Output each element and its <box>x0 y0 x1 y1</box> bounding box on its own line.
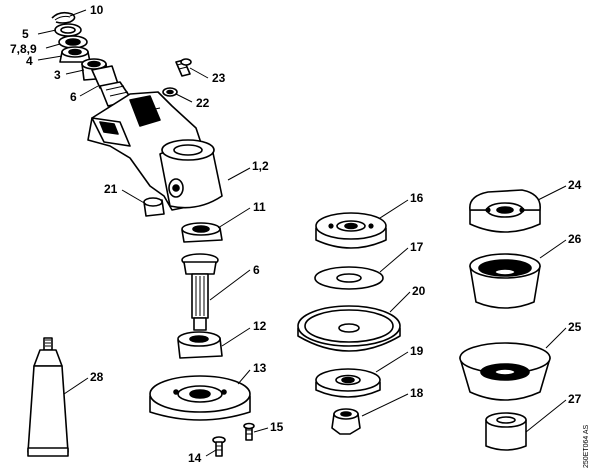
callout-1-2: 1,2 <box>252 159 269 173</box>
callout-13: 13 <box>253 361 267 375</box>
callout-27: 27 <box>568 392 582 406</box>
leader-lines <box>37 9 567 457</box>
callout-14: 14 <box>188 451 202 465</box>
callout-24: 24 <box>568 178 582 192</box>
part-13-thrust-plate <box>149 375 251 421</box>
callout-18: 18 <box>410 386 424 400</box>
callout-3: 3 <box>54 68 61 82</box>
part-5-ring <box>54 23 82 37</box>
callout-7-8-9: 7,8,9 <box>10 42 37 56</box>
callout-15: 15 <box>270 420 284 434</box>
callout-10: 10 <box>90 3 104 17</box>
callout-17: 17 <box>410 240 424 254</box>
part-12-bearing <box>177 331 223 359</box>
part-27-sleeve <box>485 412 527 451</box>
part-17-washer <box>314 266 384 290</box>
callout-19: 19 <box>410 344 424 358</box>
part-20-disc <box>297 305 401 352</box>
part-18-nut <box>331 408 361 435</box>
callout-25: 25 <box>568 320 582 334</box>
part-19-thrust-washer <box>315 368 381 398</box>
document-reference: 250ET064 AS <box>583 424 590 468</box>
part-21-plug <box>143 197 165 217</box>
part-1-2-gear-housing <box>87 91 223 211</box>
callout-5: 5 <box>22 27 29 41</box>
part-15-screw <box>243 422 255 441</box>
part-28-grease-tube <box>27 337 69 457</box>
callout-20: 20 <box>412 284 426 298</box>
part-11-bearing <box>181 222 223 243</box>
part-22-washer <box>162 87 178 97</box>
callout-23: 23 <box>212 71 226 85</box>
part-10-circlip <box>51 11 76 24</box>
part-4-bearing <box>59 46 91 63</box>
callout-6-upper: 6 <box>70 90 77 104</box>
part-16-thrust-plate <box>315 212 387 249</box>
part-6-spline-shaft <box>181 253 219 331</box>
callout-28: 28 <box>90 370 104 384</box>
part-24-thrust-plate <box>469 189 541 233</box>
part-23-screw <box>175 58 192 77</box>
callout-16: 16 <box>410 191 424 205</box>
callout-11: 11 <box>253 200 266 214</box>
callout-22: 22 <box>196 96 210 110</box>
callout-21: 21 <box>104 182 118 196</box>
part-7-8-9-washers <box>58 35 88 49</box>
part-14-screw <box>212 436 226 457</box>
callout-6-lower: 6 <box>253 263 260 277</box>
part-25-bowl <box>459 342 551 401</box>
callout-12: 12 <box>253 319 267 333</box>
part-26-cup <box>469 253 541 309</box>
callout-4: 4 <box>26 54 33 68</box>
callout-26: 26 <box>568 232 582 246</box>
